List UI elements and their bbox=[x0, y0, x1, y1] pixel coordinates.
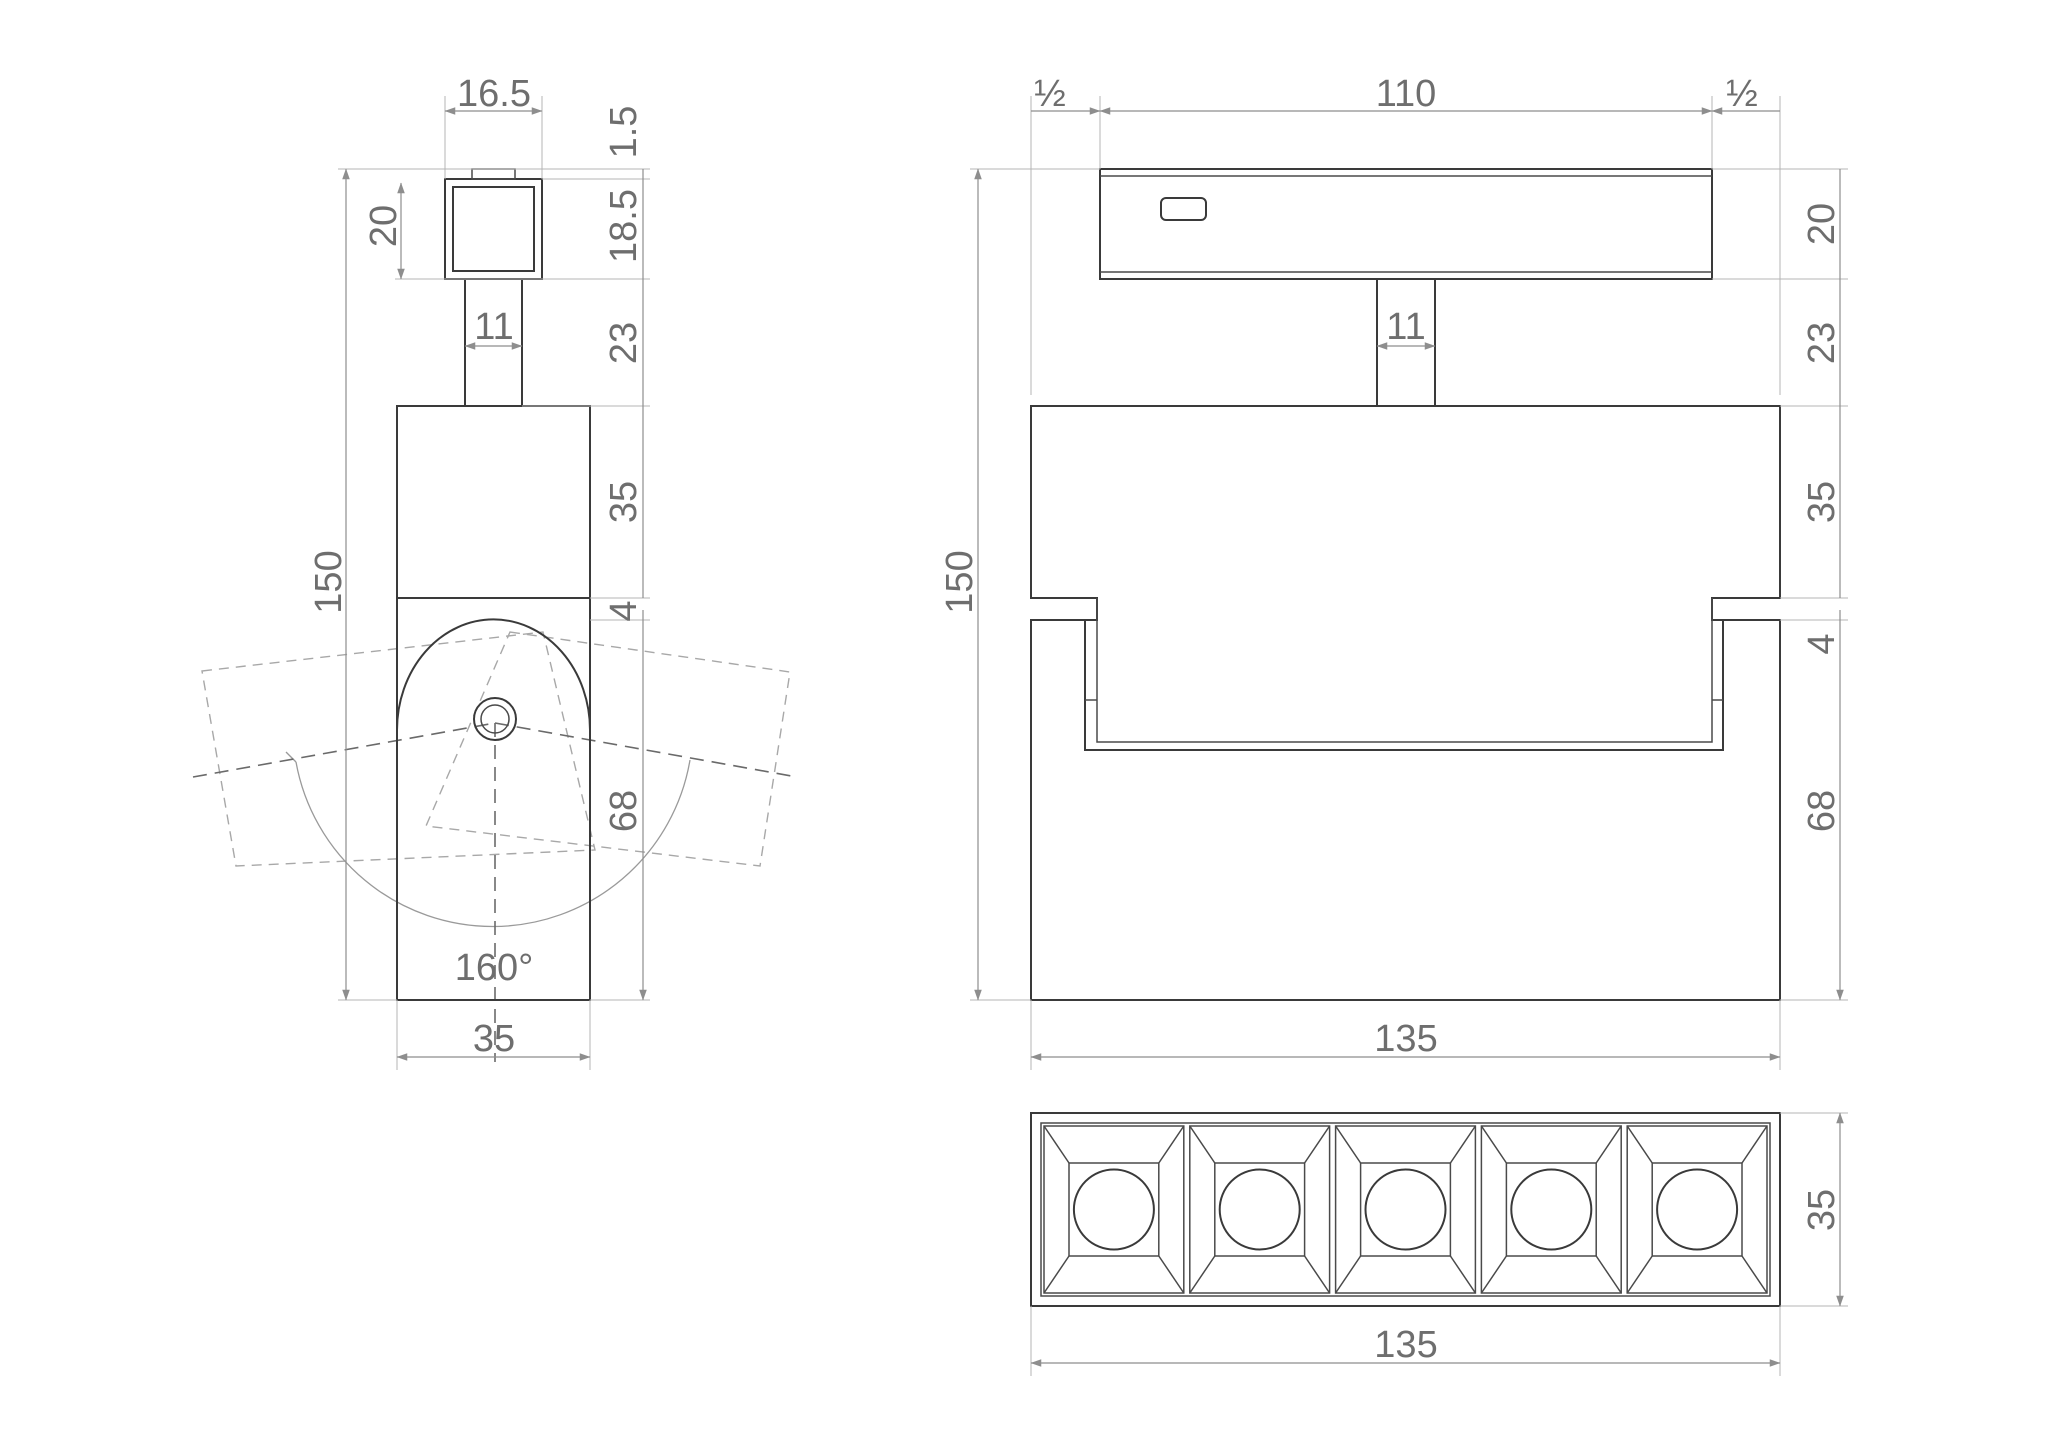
front-label-68: 68 bbox=[1801, 790, 1843, 832]
bottom-frame-inner bbox=[1040, 1122, 1771, 1297]
reflector-edge bbox=[1334, 1255, 1362, 1294]
front-label-35: 35 bbox=[1801, 481, 1843, 523]
side-label-4: 4 bbox=[603, 600, 645, 621]
reflector-inner bbox=[1359, 1162, 1452, 1257]
side-label-68: 68 bbox=[603, 790, 645, 832]
side-label-angle: 160° bbox=[455, 947, 534, 989]
rotated-head-outline bbox=[201, 631, 791, 867]
tilt-line-right bbox=[494, 722, 798, 778]
lens-cell bbox=[1043, 1125, 1185, 1294]
reflector-edge bbox=[1158, 1125, 1185, 1164]
front-label-11: 11 bbox=[1386, 306, 1425, 348]
side-label-35: 35 bbox=[603, 481, 645, 523]
front-label-150: 150 bbox=[939, 550, 981, 613]
lens-array bbox=[1043, 1125, 1768, 1294]
reflector-edge bbox=[1043, 1255, 1070, 1294]
lens bbox=[1072, 1168, 1155, 1251]
side-label-1.5: 1.5 bbox=[603, 106, 645, 159]
bottom-frame-outer bbox=[1030, 1112, 1781, 1307]
front-label-half-left: ½ bbox=[1034, 73, 1066, 115]
reflector-edge bbox=[1595, 1125, 1622, 1164]
reflector-inner bbox=[1505, 1162, 1597, 1257]
pivot-inner bbox=[480, 704, 510, 734]
reflector-edge bbox=[1741, 1125, 1768, 1164]
inner-channel bbox=[1084, 620, 1724, 751]
reflector-inner bbox=[1651, 1162, 1743, 1257]
front-label-110: 110 bbox=[1376, 73, 1437, 115]
reflector-edge bbox=[1158, 1255, 1185, 1294]
reflector-inner bbox=[1068, 1162, 1160, 1257]
side-label-20: 20 bbox=[363, 205, 405, 247]
reflector-edge bbox=[1303, 1125, 1331, 1164]
reflector-edge bbox=[1303, 1255, 1331, 1294]
lens-cell bbox=[1334, 1125, 1477, 1294]
reflector-inner bbox=[1214, 1162, 1306, 1257]
front-label-135: 135 bbox=[1374, 1018, 1437, 1060]
side-label-11: 11 bbox=[474, 306, 513, 348]
side-view: 16.5 1.5 20 18.5 11 23 35 150 4 68 160° … bbox=[192, 73, 798, 1070]
reflector-edge bbox=[1626, 1125, 1653, 1164]
bottom-label-135: 135 bbox=[1374, 1324, 1437, 1366]
reflector-edge bbox=[1449, 1255, 1477, 1294]
side-label-18.5: 18.5 bbox=[603, 189, 645, 263]
reflector-edge bbox=[1043, 1125, 1070, 1164]
pivot-outer bbox=[473, 697, 517, 741]
lens-cell bbox=[1189, 1125, 1331, 1294]
adapter-outer bbox=[444, 178, 543, 280]
track-adapter bbox=[1099, 168, 1713, 280]
front-label-half-right: ½ bbox=[1726, 73, 1758, 115]
bottom-label-35: 35 bbox=[1801, 1189, 1843, 1231]
lens bbox=[1656, 1168, 1739, 1251]
reflector-edge bbox=[1189, 1255, 1216, 1294]
driver-box bbox=[396, 405, 591, 599]
lens bbox=[1218, 1168, 1301, 1251]
side-label-16.5: 16.5 bbox=[457, 73, 531, 115]
front-label-20: 20 bbox=[1801, 203, 1843, 245]
reflector-edge bbox=[1480, 1255, 1508, 1294]
reflector-edge bbox=[1741, 1255, 1768, 1294]
bottom-view: 35 135 bbox=[1030, 1112, 1848, 1376]
lamp-body bbox=[1030, 405, 1781, 1001]
side-label-23: 23 bbox=[603, 322, 645, 364]
reflector-edge bbox=[1480, 1125, 1508, 1164]
side-label-150: 150 bbox=[308, 550, 350, 613]
lens-cell bbox=[1626, 1125, 1768, 1294]
reflector-edge bbox=[1449, 1125, 1477, 1164]
adapter-inner bbox=[452, 186, 535, 272]
lens-cell bbox=[1480, 1125, 1622, 1294]
lens bbox=[1364, 1168, 1447, 1251]
reflector-edge bbox=[1334, 1125, 1362, 1164]
front-label-4: 4 bbox=[1801, 633, 1843, 654]
front-view: ½ 110 ½ 20 11 23 35 150 4 68 135 bbox=[939, 73, 1848, 1070]
front-label-23: 23 bbox=[1801, 322, 1843, 364]
adapter-slot bbox=[1160, 197, 1207, 221]
lens bbox=[1510, 1168, 1593, 1251]
tilt-line-left bbox=[192, 722, 496, 778]
reflector-edge bbox=[1189, 1125, 1216, 1164]
reflector-edge bbox=[1595, 1255, 1622, 1294]
adapter-top-lip bbox=[471, 168, 516, 180]
lamp-head-arch bbox=[396, 618, 591, 731]
side-label-35-width: 35 bbox=[473, 1018, 515, 1060]
reflector-edge bbox=[1626, 1255, 1653, 1294]
rotation-arc bbox=[295, 759, 691, 928]
lamp-head bbox=[396, 597, 591, 1001]
